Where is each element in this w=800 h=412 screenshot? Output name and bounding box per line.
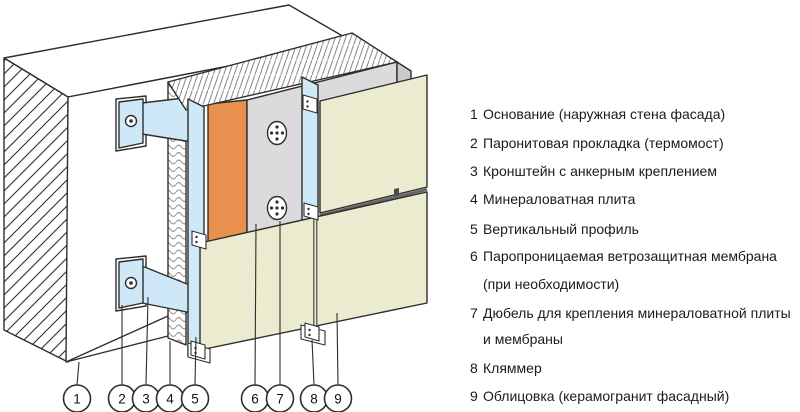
callout-7-number: 7	[276, 392, 284, 407]
callout-4: 4	[155, 384, 185, 412]
callout-9: 9	[323, 384, 353, 412]
anchor-bolt-lower-dot	[129, 281, 133, 285]
joint-klammer-hook	[394, 188, 399, 196]
cladding-panel-upper	[319, 74, 428, 214]
callout-6-number: 6	[251, 392, 259, 407]
callout-5: 5	[180, 384, 210, 412]
callout-7: 7	[265, 384, 295, 412]
mineral-wool-top	[167, 32, 398, 111]
klammer-clip-right-bottom	[300, 322, 326, 346]
callout-2: 2	[107, 384, 137, 412]
leader-line-9	[336, 312, 339, 386]
mineral-wool-slab-section	[207, 99, 248, 246]
callout-6: 6	[240, 384, 270, 412]
callout-4-number: 4	[166, 392, 174, 407]
callout-9-number: 9	[334, 392, 342, 407]
callout-5-number: 5	[191, 392, 199, 407]
panel-vertical-seam	[313, 217, 318, 327]
leader-line-6	[254, 223, 257, 386]
callout-2-number: 2	[118, 392, 126, 407]
leader-line-8	[311, 339, 315, 386]
wall-bottom-edge	[65, 335, 169, 363]
leader-line-5	[194, 336, 197, 386]
callout-8: 8	[299, 384, 329, 412]
callout-3-number: 3	[142, 392, 150, 407]
callout-1: 1	[62, 384, 92, 412]
klammer-clip-right-top	[302, 94, 318, 114]
anchor-bolt-upper-dot	[129, 119, 133, 123]
upper-bracket	[115, 95, 193, 152]
leader-line-1	[76, 361, 80, 386]
callout-3: 3	[131, 384, 161, 412]
callout-8-number: 8	[310, 392, 318, 407]
klammer-clip-left-mid	[191, 230, 207, 250]
wall-hatched-face	[3, 57, 69, 363]
panel-horizontal-joint	[319, 188, 428, 217]
dowel-fastener-upper	[266, 120, 288, 146]
lower-bracket	[115, 255, 193, 314]
leader-lines	[76, 221, 339, 386]
callout-1-number: 1	[73, 392, 81, 407]
leader-line-3	[145, 296, 149, 386]
klammer-clip-right-mid	[303, 202, 319, 221]
callout-circles: 1 2 3 4 5 6 7 8 9	[62, 384, 353, 412]
dowel-fastener-lower	[266, 195, 288, 221]
